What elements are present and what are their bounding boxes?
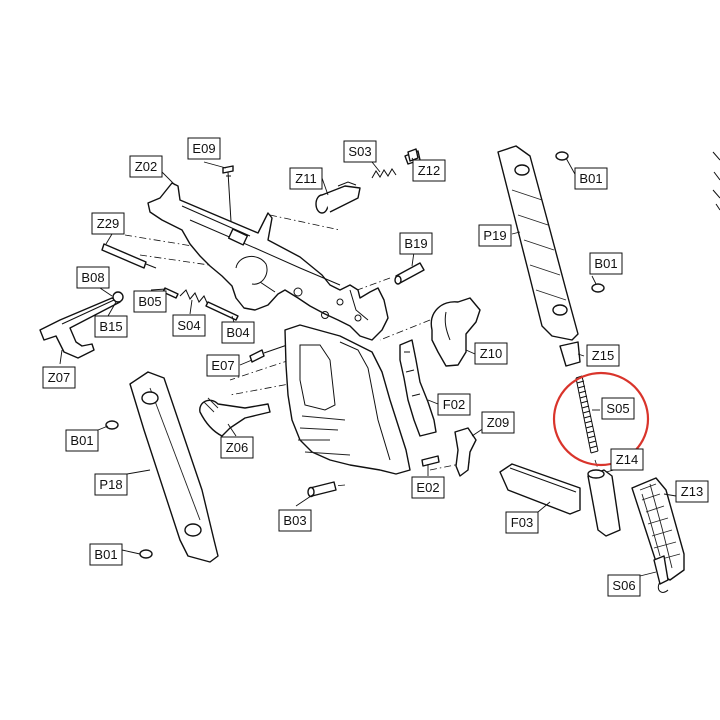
part-b19-pin — [394, 262, 425, 285]
part-edge-fragment — [712, 151, 720, 211]
tag-z10: Z10 — [474, 342, 508, 365]
tag-s06-label: S06 — [612, 578, 635, 593]
tag-z06-label: Z06 — [226, 440, 248, 455]
tag-e07: E07 — [206, 354, 240, 377]
part-z02-frame — [147, 182, 389, 341]
tag-z29-label: Z29 — [97, 216, 119, 231]
part-number-tags: E09 Z02 S03 Z11 Z12 B01 Z29 P19 B19 B01 — [42, 137, 709, 597]
part-z15 — [559, 341, 581, 367]
tag-b01-left-bottom-label: B01 — [94, 547, 117, 562]
tag-z29: Z29 — [91, 212, 125, 235]
tag-z14: Z14 — [610, 448, 644, 471]
tag-b15: B15 — [94, 315, 128, 338]
tag-z15: Z15 — [586, 344, 620, 367]
tag-b01-right-top: B01 — [574, 167, 608, 190]
tag-z09: Z09 — [481, 411, 515, 434]
tag-p18-label: P18 — [99, 477, 122, 492]
tag-z07-label: Z07 — [48, 370, 70, 385]
tag-b19: B19 — [399, 232, 433, 255]
part-s06-pin — [653, 555, 669, 593]
tag-e09-label: E09 — [192, 141, 215, 156]
part-b08-screw — [112, 291, 124, 303]
tag-z02-label: Z02 — [135, 159, 157, 174]
part-b01-screw-right-bottom — [591, 283, 605, 293]
tag-z02: Z02 — [129, 155, 163, 178]
part-f02-sear-spring — [399, 339, 437, 437]
tag-z13: Z13 — [675, 480, 709, 503]
tag-s05-label: S05 — [606, 401, 629, 416]
tag-s04-label: S04 — [177, 318, 200, 333]
tag-b15-label: B15 — [99, 319, 122, 334]
tag-s04: S04 — [172, 314, 206, 337]
tag-b03: B03 — [278, 509, 312, 532]
part-z09 — [454, 427, 477, 477]
tag-b04: B04 — [221, 321, 255, 344]
tag-e09: E09 — [187, 137, 221, 160]
tag-f03-label: F03 — [511, 515, 533, 530]
tag-f02: F02 — [437, 393, 471, 416]
part-b01-screw-right-top — [555, 151, 569, 161]
tag-p19: P19 — [478, 224, 512, 247]
tag-z14-label: Z14 — [616, 452, 638, 467]
tag-s05: S05 — [601, 397, 635, 420]
tag-s06: S06 — [607, 574, 641, 597]
part-z10-hammer — [430, 297, 481, 367]
tag-b08-label: B08 — [81, 270, 104, 285]
part-b03-pin — [307, 481, 337, 498]
tag-z11-label: Z11 — [295, 171, 316, 186]
tag-b03-label: B03 — [283, 513, 306, 528]
tag-s03: S03 — [343, 140, 377, 163]
tag-b19-label: B19 — [404, 236, 427, 251]
tag-b01-left-bottom: B01 — [89, 543, 123, 566]
tag-e02-label: E02 — [416, 480, 439, 495]
tag-z11: Z11 — [289, 167, 323, 190]
part-b04-pin — [205, 301, 239, 321]
tag-z15-label: Z15 — [592, 348, 614, 363]
tag-f02-label: F02 — [443, 397, 465, 412]
tag-b01-right-bottom: B01 — [589, 252, 623, 275]
tag-b08: B08 — [76, 266, 110, 289]
leader-lines — [59, 157, 677, 577]
tag-z12: Z12 — [412, 159, 446, 182]
part-e07-screw — [249, 343, 291, 363]
tag-b04-label: B04 — [226, 325, 249, 340]
tag-p19-label: P19 — [483, 228, 506, 243]
tag-b01-left-top-label: B01 — [70, 433, 93, 448]
part-e02-pin — [421, 455, 440, 467]
part-p18-left-grip — [129, 371, 219, 563]
part-z12-pin — [407, 148, 419, 162]
part-f03-plate — [499, 463, 581, 515]
tag-b01-left-top: B01 — [65, 429, 99, 452]
tag-b05: B05 — [133, 290, 167, 313]
part-p19-right-grip — [497, 145, 579, 341]
tag-b01-right-top-label: B01 — [579, 171, 602, 186]
tag-p18: P18 — [94, 473, 128, 496]
part-b01-screw-left-bottom — [139, 549, 153, 559]
part-frame-grip-section — [284, 324, 411, 475]
part-s05-mainspring — [575, 375, 599, 454]
tag-s03-label: S03 — [348, 144, 371, 159]
tag-f03: F03 — [505, 511, 539, 534]
tag-z09-label: Z09 — [487, 415, 509, 430]
part-b01-screw-left-top — [105, 420, 119, 430]
tag-b05-label: B05 — [138, 294, 161, 309]
tag-b01-right-bottom-label: B01 — [594, 256, 617, 271]
highlight-circle — [552, 371, 650, 467]
tag-z12-label: Z12 — [418, 163, 440, 178]
part-z29-rod — [101, 243, 157, 269]
tag-e02: E02 — [411, 476, 445, 499]
part-s04-spring — [179, 289, 209, 306]
part-z14-housing — [587, 469, 621, 537]
tag-e07-label: E07 — [211, 358, 234, 373]
part-z06 — [199, 397, 271, 437]
tag-z07: Z07 — [42, 366, 76, 389]
tag-z13-label: Z13 — [681, 484, 703, 499]
part-z11-safety — [315, 181, 361, 214]
tag-z10-label: Z10 — [480, 346, 502, 361]
tag-z06: Z06 — [220, 436, 254, 459]
